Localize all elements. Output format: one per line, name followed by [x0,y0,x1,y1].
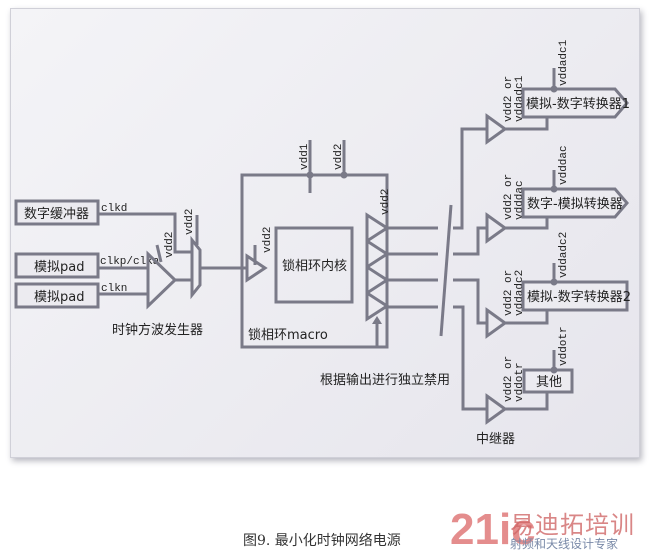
arrow-head [372,316,382,324]
watermark-subtitle: 射频和天线设计专家 [510,537,619,551]
vddotr-label: vddotr [558,326,570,366]
adc1-label: 模拟-数字转换器1 [526,97,630,112]
comparator [146,250,178,310]
pll-output-wires [387,226,438,309]
other-label: 其他 [536,375,562,390]
adc2-label: 模拟-数字转换器2 [527,290,631,305]
watermark-number: 21ic [450,505,536,554]
analog-pad-label-1: 模拟pad [34,260,84,275]
vddotr-dot [550,366,558,374]
analog-pad-box-1 [14,252,100,279]
disable-note: 根据输出进行独立禁用 [320,372,450,388]
vddadc2-dot [550,278,558,286]
wire-adc1 [453,117,549,230]
vdd2-or-vddadc1-1: vdd2 or [503,76,515,122]
adc1-box [521,87,629,119]
bus-break [439,204,453,337]
vdd2-comparator: vdd2 [164,232,176,258]
dac-box [521,187,629,219]
digital-buffer-label: 数字缓冲器 [24,207,89,222]
vdddac-label: vdddac [558,145,570,185]
watermark-title: 易迪拓培训 [510,511,635,539]
pll-output-buffers [365,212,390,322]
vdd2-top-label: vdd2 [333,144,345,170]
clkn-label: clkn [101,283,127,295]
analog-pad-label-2: 模拟pad [34,290,84,305]
vdddac-dot [550,185,558,193]
repeater-label: 中继器 [476,432,515,447]
vdd2-or-vddadc2-1: vdd2 or [503,270,515,316]
vdd1-dot [306,171,314,179]
vdd2-or-vdddac-1: vdd2 or [503,174,515,220]
vdd2-pll-output: vdd2 [380,189,392,215]
pll-macro-box [240,173,389,349]
vdd2-top-dot [340,171,348,179]
vddadc1-label: vddadc1 [558,39,570,86]
vddadc2-label: vddadc2 [558,232,570,278]
vdd2-pll-input: vdd2 [262,227,274,253]
repeater-buffers [485,113,508,425]
wire-other [453,305,549,411]
clkd-label: clkd [101,203,127,215]
mux [190,235,202,300]
vddadc1-dot [550,85,558,93]
pll-core-label: 锁相环内核 [282,258,347,274]
pll-core-box [274,226,354,304]
adc2-box [521,280,629,312]
figure-caption: 图9. 最小化时钟网络电源 [243,533,401,549]
wire-adc2 [453,278,549,325]
comparator-supply [155,244,163,263]
pll-macro-label: 锁相环macro [248,327,328,343]
clkp-label: clkp/clka [100,256,160,268]
other-box [522,368,574,394]
clock-generator-label: 时钟方波发生器 [112,322,203,338]
dac-label: 数字-模拟转换器 [527,197,623,212]
vdd2-mux: vdd2 [184,209,196,235]
pad-wires [98,266,148,296]
clkd-wire [98,212,192,254]
vdd1-label: vdd1 [299,143,311,170]
wire-dac [453,217,549,256]
vdd2-or-vddotr-1: vdd2 or [503,356,515,402]
watermark-logo: 21ic 易迪拓培训 射频和天线设计专家 [450,505,650,555]
